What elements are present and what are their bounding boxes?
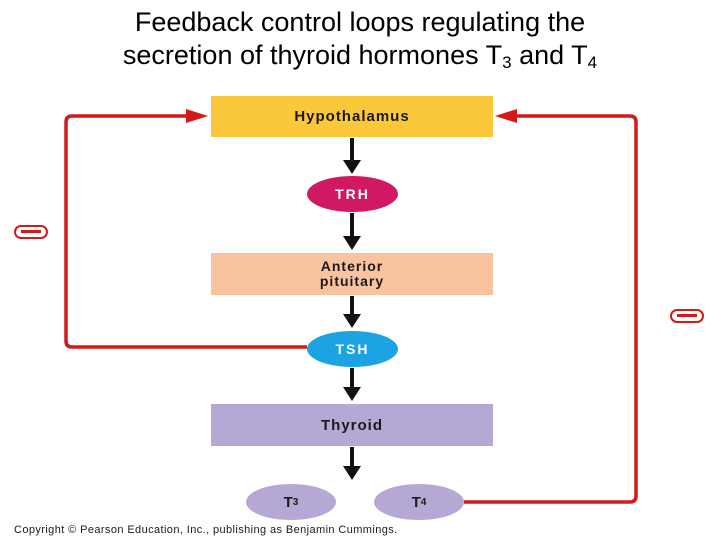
main-pathway-arrows [343,138,361,480]
tsh-pill: TSH [307,331,398,367]
thyroid-box: Thyroid [211,404,493,446]
anterior-line-2: pituitary [319,273,385,289]
right-loop-arrowhead [495,109,517,123]
copyright-text: Copyright © Pearson Education, Inc., pub… [14,524,398,536]
title-line-1: Feedback control loops regulating the [134,7,586,37]
anterior-line-1: Anterior [320,258,384,274]
minus-sign-icon [14,225,48,239]
minus-sign-icon [670,309,704,323]
left-loop-path [64,114,307,349]
arrowhead-4 [343,387,361,401]
arrowhead-5 [343,466,361,480]
arrowhead-1 [343,160,361,174]
right-loop-path [464,114,638,504]
hypothalamus-box: Hypothalamus [211,96,493,137]
anterior-pituitary-box: Anterior pituitary [211,253,493,295]
trh-pill: TRH [307,176,398,212]
left-loop-arrowhead [186,109,208,123]
long-feedback-loop [464,114,638,504]
arrowhead-3 [343,314,361,328]
short-feedback-loop [64,114,307,349]
arrowhead-2 [343,236,361,250]
title-line-2: secretion of thyroid hormones T3 and T4 [122,40,598,72]
diagram-title: Feedback control loops regulating the se… [0,6,720,72]
